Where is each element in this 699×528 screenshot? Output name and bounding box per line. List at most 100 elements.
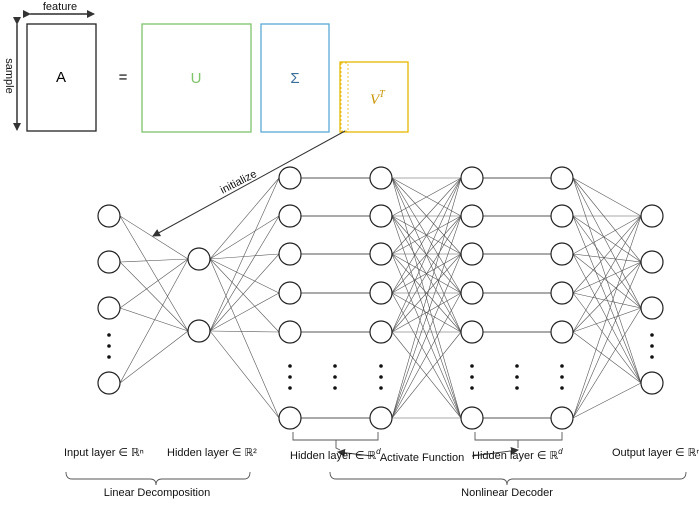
connection-h2b-output: [572, 253, 642, 263]
ellipsis-dot-hidden-3-1: [470, 375, 474, 379]
connection-h2b-output: [572, 307, 642, 333]
connection-h2b-output: [572, 382, 642, 419]
node-h2b-5: [550, 406, 574, 430]
connection-hidden2-h1a: [209, 177, 280, 260]
node-input-2: [97, 296, 121, 320]
linear-decomposition-label: Linear Decomposition: [104, 487, 210, 499]
connection-h2b-output: [572, 292, 642, 309]
feature-label: feature: [43, 1, 77, 13]
connection-hidden2-h1a: [209, 258, 280, 419]
node-h1a-3: [278, 281, 302, 305]
connection-h1b-h2a: [391, 331, 462, 419]
node-h2a-5: [460, 406, 484, 430]
connection-input-hidden2: [119, 215, 189, 332]
connection-input-hidden2: [119, 258, 189, 384]
node-h1b-0: [369, 166, 393, 190]
ellipsis-dot-hidden-5-1: [560, 375, 564, 379]
node-h1a-5: [278, 406, 302, 430]
connection-h2b-output: [572, 215, 642, 419]
connection-hidden2-h1a: [209, 215, 280, 260]
connection-h1b-h2a: [391, 177, 462, 333]
connection-h2b-output: [572, 215, 642, 294]
activate-arrow-right: [471, 446, 519, 457]
connection-h1b-h2a: [391, 292, 462, 333]
connection-input-hidden2: [119, 261, 189, 332]
node-h1b-4: [369, 320, 393, 344]
connection-h2b-output: [572, 253, 642, 384]
connection-h1b-h2a: [391, 253, 462, 333]
node-output-0: [640, 204, 664, 228]
connection-h2b-output: [572, 331, 642, 384]
node-h2b-0: [550, 166, 574, 190]
matrix-a-label: A: [56, 69, 66, 86]
hidden-layer-d2-label: Hidden layer ∈ ℝd: [472, 447, 563, 462]
nonlinear-decoder-label: Nonlinear Decoder: [461, 487, 553, 499]
hidden-layer-linear-label: Hidden layer ∈ ℝ²: [167, 447, 257, 459]
node-h2a-0: [460, 166, 484, 190]
node-h2a-1: [460, 204, 484, 228]
ellipsis-dot-hidden-2-2: [379, 386, 383, 390]
connection-h1b-h2a: [391, 292, 462, 419]
ellipsis-dot-output-1: [650, 344, 654, 348]
connection-h1b-h2a: [391, 253, 462, 419]
connection-h1b-h2a: [391, 177, 462, 255]
node-input-0: [97, 204, 121, 228]
node-h2b-3: [550, 281, 574, 305]
connection-h1b-h2a: [391, 177, 462, 419]
ellipsis-dot-input-2: [107, 355, 111, 359]
connection-input-hidden2: [119, 307, 189, 332]
initialize-arrow: [152, 130, 346, 237]
ellipsis-dot-hidden-0-2: [288, 386, 292, 390]
connection-h2b-output: [572, 253, 642, 309]
network-connections: [119, 177, 642, 419]
ellipsis-dot-hidden-1-0: [333, 364, 337, 368]
ellipsis-dot-hidden-0-1: [288, 375, 292, 379]
connection-input-hidden2: [119, 258, 189, 309]
matrix-sigma-label: Σ: [290, 70, 299, 87]
connection-hidden2-h1a: [209, 330, 280, 419]
ellipsis-dot-hidden-1-1: [333, 375, 337, 379]
node-output-1: [640, 250, 664, 274]
output-layer-label: Output layer ∈ ℝⁿ: [612, 447, 699, 459]
matrix-vt-label: VT: [370, 89, 386, 108]
equals-sign: =: [119, 69, 128, 86]
hidden-layer-d1-label: Hidden layer ∈ ℝd: [290, 447, 381, 462]
connection-h2b-output: [572, 215, 642, 263]
node-input-1: [97, 250, 121, 274]
connection-h2b-output: [572, 215, 642, 384]
node-output-2: [640, 296, 664, 320]
node-hidden2-0: [187, 247, 211, 271]
ellipsis-dots: [107, 333, 654, 390]
connection-h2b-output: [572, 177, 642, 384]
ellipsis-dot-hidden-1-2: [333, 386, 337, 390]
connection-h2b-output: [572, 261, 642, 294]
node-h2a-2: [460, 242, 484, 266]
connection-hidden2-h1a: [209, 330, 280, 333]
node-input-3: [97, 371, 121, 395]
activate-arrow-left: [337, 448, 373, 457]
connection-h1b-h2a: [391, 177, 462, 217]
connection-input-hidden2: [119, 258, 189, 263]
ellipsis-dot-hidden-4-1: [515, 375, 519, 379]
node-h1b-5: [369, 406, 393, 430]
node-h2b-2: [550, 242, 574, 266]
activate-bracket-left: [292, 432, 379, 451]
node-h2b-1: [550, 204, 574, 228]
activate-bracket-right: [474, 432, 563, 448]
network-nodes: [97, 166, 664, 430]
ellipsis-dot-hidden-2-1: [379, 375, 383, 379]
node-h1a-4: [278, 320, 302, 344]
connection-h2b-output: [572, 307, 642, 419]
connection-h2b-output: [572, 292, 642, 384]
connection-hidden2-h1a: [209, 292, 280, 332]
connection-hidden2-h1a: [209, 258, 280, 294]
connection-h2b-output: [572, 261, 642, 333]
connection-hidden2-h1a: [209, 253, 280, 332]
connection-hidden2-h1a: [209, 215, 280, 332]
ellipsis-dot-output-0: [650, 333, 654, 337]
node-output-3: [640, 371, 664, 395]
connection-h2b-output: [572, 177, 642, 309]
node-hidden2-1: [187, 319, 211, 343]
node-h2a-3: [460, 281, 484, 305]
